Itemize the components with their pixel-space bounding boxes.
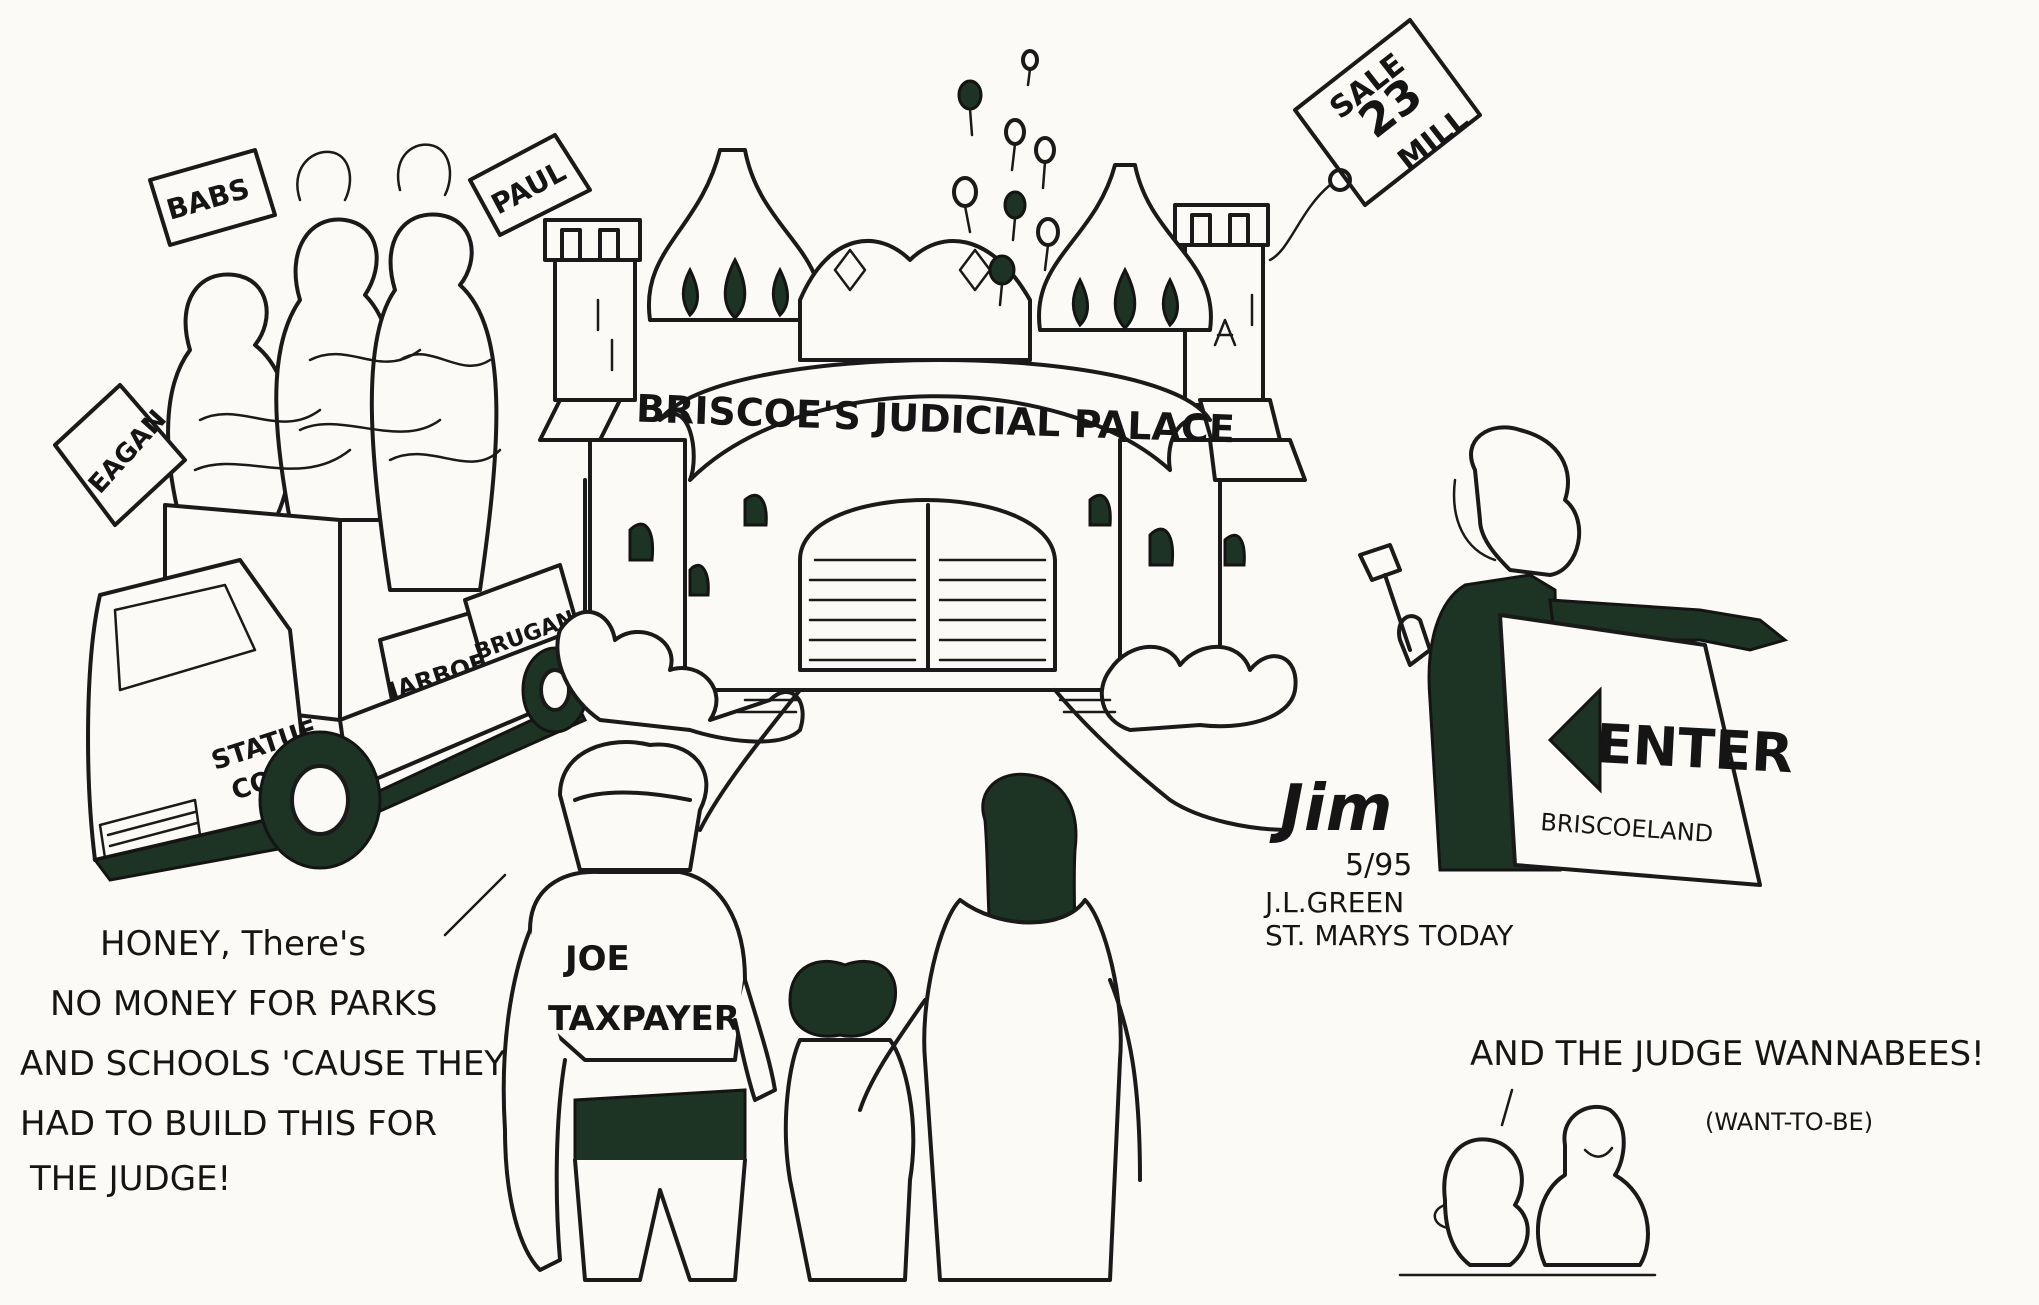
wannabees-line: AND THE JUDGE WANNABEES! xyxy=(1470,1034,1985,1074)
signature-date: 5/95 xyxy=(1345,848,1412,883)
enter-sign-main: ENTER xyxy=(1594,712,1794,785)
speech-line-5: THE JUDGE! xyxy=(29,1159,231,1199)
shirt-text-line-2: TAXPAYER xyxy=(548,999,740,1039)
taxpayer-family: JOE TAXPAYER xyxy=(501,740,1142,1282)
signature-credit-1: J.L.GREEN xyxy=(1263,886,1404,919)
signature-name: Jim xyxy=(1269,772,1392,846)
speech-line-2: NO MONEY FOR PARKS xyxy=(50,984,437,1024)
speech-line-3: AND SCHOOLS 'CAUSE THEY xyxy=(20,1044,505,1084)
wannabees: AND THE JUDGE WANNABEES! (WANT-TO-BE) xyxy=(1398,1034,1985,1277)
speech-caption: HONEY, There's NO MONEY FOR PARKS AND SC… xyxy=(20,873,507,1199)
artist-signature: Jim 5/95 J.L.GREEN ST. MARYS TODAY xyxy=(1263,772,1514,952)
wannabees-note: (WANT-TO-BE) xyxy=(1705,1108,1873,1136)
palace: BRISCOE'S JUDICIAL PALACE xyxy=(538,148,1307,692)
shirt-text-line-1: JOE xyxy=(563,939,630,979)
balloons xyxy=(952,49,1060,307)
speech-line-4: HAD TO BUILD THIS FOR xyxy=(20,1104,437,1144)
sale-tag: SALE 23 MILL xyxy=(1268,18,1482,262)
speech-line-1: HONEY, There's xyxy=(100,924,366,964)
bushes xyxy=(555,609,1298,832)
judge-figure: ENTER BRISCOELAND xyxy=(1358,425,1795,887)
signature-credit-2: ST. MARYS TODAY xyxy=(1265,919,1514,952)
statue-truck: EAGAN BABS PAUL JARBOE BRUGAN STATUE CO. xyxy=(53,133,592,882)
